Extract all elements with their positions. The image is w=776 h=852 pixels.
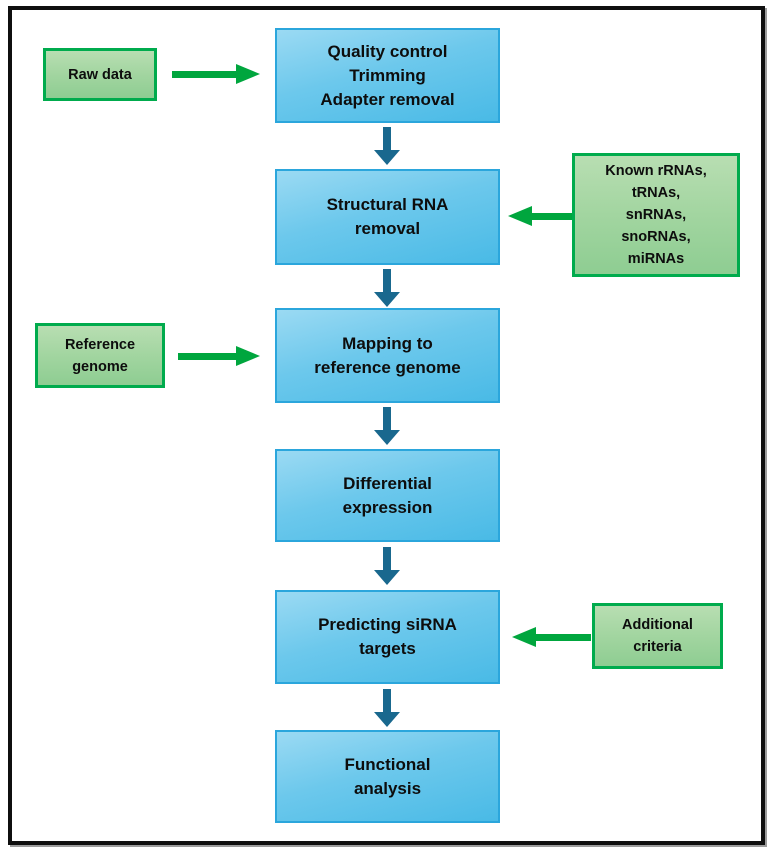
arrow-head-down-icon [374,712,400,727]
down-arrow-step5-step6 [374,689,400,727]
arrow-head-right-icon [236,64,260,84]
input-known-rnas: Known rRNAs, tRNAs, snRNAs, snoRNAs, miR… [572,153,740,277]
right-arrow-reference-genome [178,346,260,366]
arrow-head-right-icon [236,346,260,366]
left-arrow-additional-criteria [512,627,591,647]
step-functional-analysis: Functional analysis [275,730,500,823]
left-arrow-known-rnas [508,206,572,226]
step-predicting-sirna-targets: Predicting siRNA targets [275,590,500,684]
input-reference-genome: Reference genome [35,323,165,388]
arrow-shaft [383,269,391,292]
arrow-shaft [383,689,391,712]
step-quality-control: Quality control Trimming Adapter removal [275,28,500,123]
step-structural-rna-removal: Structural RNA removal [275,169,500,265]
input-raw-data: Raw data [43,48,157,101]
down-arrow-step2-step3 [374,269,400,307]
arrow-head-down-icon [374,570,400,585]
down-arrow-step1-step2 [374,127,400,165]
arrow-head-left-icon [512,627,536,647]
arrow-shaft [172,70,236,78]
down-arrow-step3-step4 [374,407,400,445]
right-arrow-raw-data [172,64,260,84]
diagram-frame [8,6,765,845]
arrow-head-down-icon [374,292,400,307]
down-arrow-step4-step5 [374,547,400,585]
input-additional-criteria: Additional criteria [592,603,723,669]
arrow-shaft [178,352,236,360]
arrow-head-left-icon [508,206,532,226]
arrow-shaft [383,127,391,150]
arrow-shaft [536,633,591,641]
step-differential-expression: Differential expression [275,449,500,542]
arrow-head-down-icon [374,430,400,445]
step-mapping-reference-genome: Mapping to reference genome [275,308,500,403]
arrow-shaft [532,212,572,220]
arrow-head-down-icon [374,150,400,165]
arrow-shaft [383,407,391,430]
arrow-shaft [383,547,391,570]
